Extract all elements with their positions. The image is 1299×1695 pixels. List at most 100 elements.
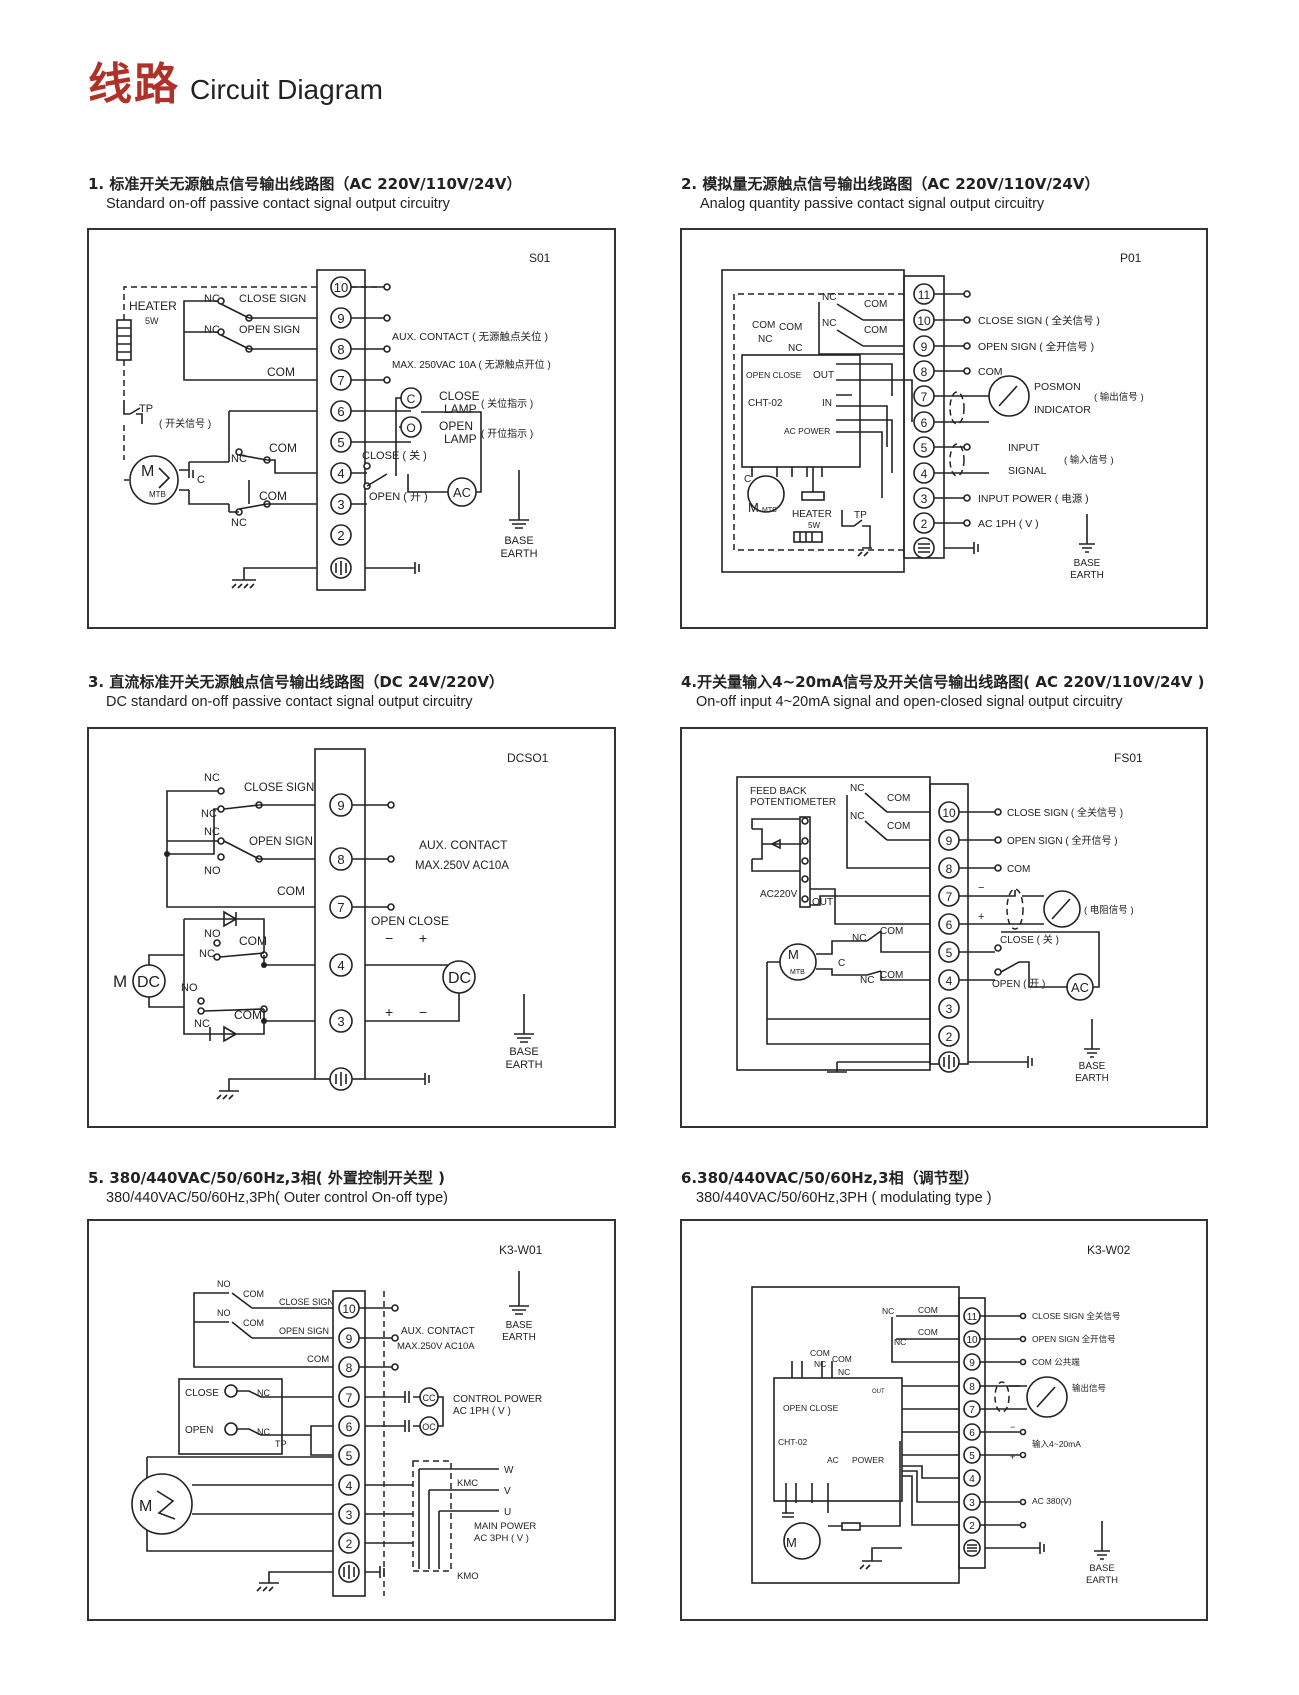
diagram-label: COM bbox=[243, 1318, 264, 1328]
terminal-label: 4 bbox=[921, 467, 928, 481]
diagram-label: NC bbox=[199, 948, 215, 960]
diagram-label: OPEN CLOSE bbox=[371, 914, 449, 928]
diagram-label: AC POWER bbox=[784, 426, 830, 436]
diagram-label: OPEN CLOSE bbox=[783, 1403, 839, 1413]
terminals: 10 9 8 7 6 5 4 3 2 bbox=[938, 801, 960, 1073]
terminal-label: 3 bbox=[337, 497, 344, 512]
diagram-node bbox=[963, 1469, 981, 1487]
diagram-label: OPEN SIGN ( 全开信号 ) bbox=[978, 340, 1094, 353]
diagram-label: CLOSE SIGN ( 全关信号 ) bbox=[978, 314, 1100, 327]
section-2-subtitle: Analog quantity passive contact signal o… bbox=[700, 196, 1045, 212]
diagram-label: OPEN CLOSE bbox=[746, 370, 802, 380]
diagram-label: NC bbox=[231, 517, 247, 529]
heater-element bbox=[116, 319, 132, 361]
circuit-diagram-k3-w02: K3-W02 11 10 9 8 7 6 5 4 3 2 CLOSE SIGN … bbox=[751, 1243, 1131, 1586]
diagram-label: NC bbox=[201, 808, 217, 820]
diagram-label: OPEN ( 开 ) bbox=[992, 979, 1045, 990]
diagram-label: POTENTIOMETER bbox=[750, 797, 836, 808]
diagram-wire bbox=[352, 804, 388, 908]
diagram-label: COM bbox=[880, 926, 903, 937]
diagram-wire bbox=[949, 391, 965, 425]
diagram-wire bbox=[183, 300, 218, 354]
diagram-wire bbox=[365, 562, 420, 574]
terminal-label: 2 bbox=[346, 1537, 353, 1551]
diagram-label: AC bbox=[453, 485, 471, 500]
diagram-wire bbox=[220, 303, 317, 319]
diagram-label: C bbox=[744, 474, 751, 485]
diagram-wire bbox=[799, 816, 811, 908]
diagram-label: 5W bbox=[808, 521, 820, 530]
diagram-wire bbox=[192, 1485, 333, 1524]
terminal-label: 8 bbox=[969, 1382, 975, 1393]
terminals: 11 10 9 8 7 6 5 4 3 2 bbox=[913, 283, 935, 559]
diagram-label: OPEN SIGN ( 全开信号 ) bbox=[1007, 834, 1118, 847]
diagram-wire bbox=[123, 286, 317, 320]
diagram-node bbox=[383, 314, 391, 322]
diagram-label: NC bbox=[788, 343, 802, 354]
diagram-label: − bbox=[385, 930, 393, 946]
diagram-wire bbox=[123, 400, 143, 424]
diagram-label: V bbox=[504, 1486, 511, 1497]
diagram-label: NC bbox=[852, 933, 866, 944]
diagram-label: NC bbox=[758, 334, 772, 345]
diagram-wire bbox=[785, 1483, 829, 1513]
terminals: 10 9 8 7 6 5 4 3 2 bbox=[338, 1297, 360, 1583]
diagram-label: TP bbox=[854, 510, 867, 521]
terminal-label: 9 bbox=[921, 340, 928, 354]
diagram-label: KMC bbox=[457, 1478, 478, 1489]
diagram-label: FS01 bbox=[1114, 751, 1143, 765]
diagram-label: COM bbox=[259, 489, 287, 503]
diagram-label: NC bbox=[850, 783, 864, 794]
diagram-wire bbox=[827, 1061, 930, 1073]
diagram-label: INPUT bbox=[1008, 442, 1040, 454]
diagram-label: + bbox=[385, 1004, 393, 1020]
terminals: 11 10 9 8 7 6 5 4 3 2 bbox=[963, 1307, 981, 1557]
terminal-label: 3 bbox=[337, 1014, 344, 1029]
page-title-en: Circuit Diagram bbox=[190, 74, 383, 105]
circuit-diagram-fs01: FS01 10 9 8 7 6 5 4 3 2 CLOSE SIGN ( 全关信… bbox=[736, 751, 1143, 1084]
terminal-label: 4 bbox=[946, 974, 953, 988]
section-1-title: 1. 标准开关无源触点信号输出线路图（AC 220V/110V/24V） bbox=[88, 175, 522, 193]
diagram-wire bbox=[335, 561, 347, 575]
diagram-label: AC 1PH ( V ) bbox=[978, 518, 1039, 530]
diagram-label: ( 输出信号 ) bbox=[1094, 391, 1144, 403]
diagram-wire bbox=[148, 954, 184, 1008]
diagram-label: MAIN POWER bbox=[474, 1521, 536, 1532]
terminal-label: 3 bbox=[921, 492, 928, 506]
terminal-label: 8 bbox=[921, 365, 928, 379]
diagram-node bbox=[801, 875, 809, 883]
diagram-label: TP bbox=[139, 403, 153, 415]
diagram-node bbox=[963, 494, 971, 502]
diagram-label: LAMP bbox=[444, 432, 477, 446]
diagram-node bbox=[338, 1415, 360, 1437]
diagram-node bbox=[963, 342, 971, 350]
terminal-label: 4 bbox=[337, 466, 344, 481]
diagram-label: C bbox=[197, 474, 205, 486]
diagram-wire bbox=[351, 286, 385, 381]
section-4-subtitle: On-off input 4~20mA signal and open-clos… bbox=[696, 694, 1123, 710]
diagram-label: NC bbox=[204, 772, 220, 784]
diagram-node bbox=[994, 836, 1002, 844]
diagram-node bbox=[387, 855, 395, 863]
terminal-label: 5 bbox=[346, 1449, 353, 1463]
diagram-label: AC220V bbox=[760, 889, 798, 900]
diagram-label: NO bbox=[181, 982, 198, 994]
diagram-panel-3: DCSO1 9 8 7 4 3 AUX. CONTACT MAX.250V AC… bbox=[87, 727, 616, 1128]
diagram-panel-2: P01 11 10 9 8 7 6 5 4 3 2 CLOSE SIGN ( 全… bbox=[680, 228, 1208, 629]
diagram-label: NO bbox=[204, 865, 221, 877]
diagram-label: POSMON bbox=[1034, 381, 1081, 393]
diagram-label: EARTH bbox=[1070, 570, 1104, 581]
terminal-label: 5 bbox=[337, 435, 344, 450]
diagram-node bbox=[963, 290, 971, 298]
diagram-label: OPEN ( 开 ) bbox=[369, 491, 428, 503]
section-5-subtitle: 380/440VAC/50/60Hz,3Ph( Outer control On… bbox=[106, 1190, 449, 1206]
diagram-label: DC bbox=[137, 974, 160, 991]
diagram-wire bbox=[332, 1290, 366, 1597]
kmc-kmo-contactor bbox=[412, 1460, 452, 1572]
diagram-label: O bbox=[406, 421, 415, 435]
diagram-label: ( 电阻信号 ) bbox=[1084, 904, 1134, 916]
diagram-label: POWER bbox=[852, 1455, 884, 1465]
diagram-node bbox=[383, 345, 391, 353]
diagram-wire bbox=[166, 895, 315, 908]
terminal-label: 4 bbox=[346, 1479, 353, 1493]
